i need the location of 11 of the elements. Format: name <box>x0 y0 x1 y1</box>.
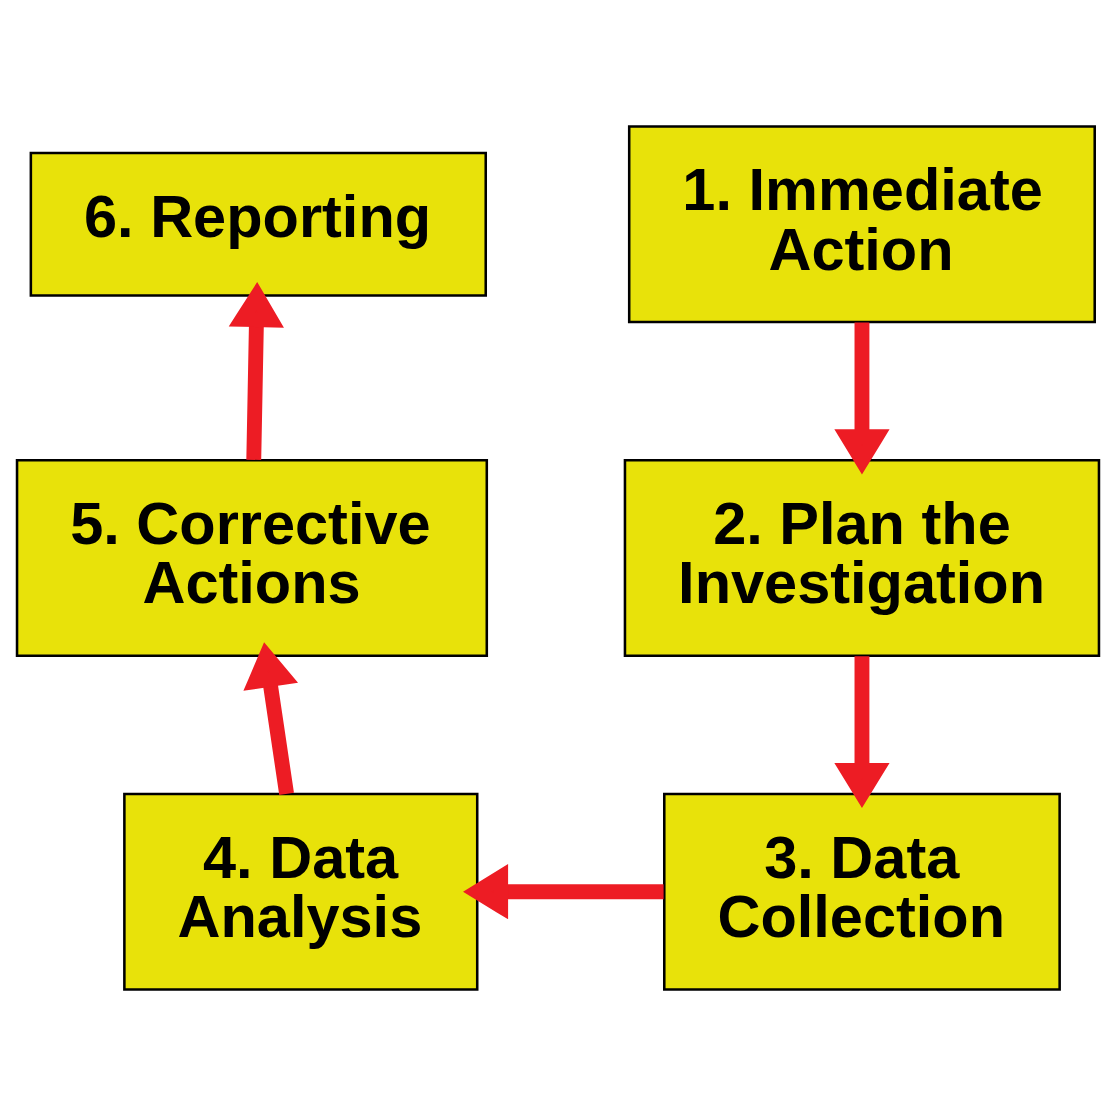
node-box: 4. Data Analysis <box>123 792 479 991</box>
arrow <box>834 322 890 475</box>
arrow <box>228 282 284 460</box>
node-box: 5. Corrective Actions <box>15 458 489 658</box>
node-box: 2. Plan the Investigation <box>623 458 1101 658</box>
node-box: 6. Reporting <box>29 151 487 297</box>
arrow <box>243 642 298 795</box>
arrow <box>834 656 890 809</box>
node-box: 1. Immediate Action <box>627 125 1096 324</box>
node-box: 3. Data Collection <box>663 792 1061 991</box>
arrow <box>463 864 664 920</box>
